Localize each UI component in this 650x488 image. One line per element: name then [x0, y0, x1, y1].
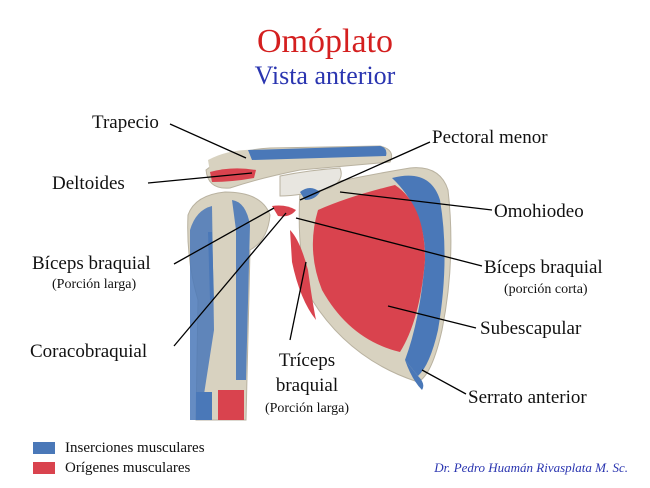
- insertion-swatch: [33, 442, 55, 454]
- author-credit: Dr. Pedro Huamán Rivasplata M. Sc.: [434, 460, 628, 475]
- label-pectoral-menor: Pectoral menor: [432, 127, 548, 148]
- origin-swatch: [33, 462, 55, 474]
- label-triceps-note: (Porción larga): [264, 401, 350, 416]
- leader-lines: [147, 123, 493, 395]
- label-serrato-anterior: Serrato anterior: [468, 387, 587, 408]
- diagram-title: Omóplato: [257, 23, 393, 60]
- label-biceps-larga: Bíceps braquial: [32, 253, 151, 274]
- label-biceps-corta-note: (porción corta): [504, 282, 588, 297]
- legend-insertions: Inserciones musculares: [33, 440, 205, 456]
- legend-origins-text: Orígenes musculares: [65, 459, 191, 476]
- label-deltoides: Deltoides: [52, 173, 125, 194]
- label-biceps-corta: Bíceps braquial: [484, 257, 603, 278]
- diagram-subtitle: Vista anterior: [254, 61, 396, 90]
- label-biceps-larga-note: (Porción larga): [52, 277, 137, 292]
- label-coracobraquial: Coracobraquial: [30, 341, 148, 362]
- label-triceps-2: braquial: [275, 375, 339, 396]
- label-omohiodeo: Omohiodeo: [494, 201, 584, 222]
- label-triceps-1: Tríceps: [278, 350, 336, 371]
- legend-insertions-text: Inserciones musculares: [65, 439, 205, 456]
- label-trapecio: Trapecio: [92, 112, 159, 133]
- humerus: [187, 191, 271, 421]
- legend-origins: Orígenes musculares: [33, 460, 190, 476]
- label-subescapular: Subescapular: [480, 318, 582, 339]
